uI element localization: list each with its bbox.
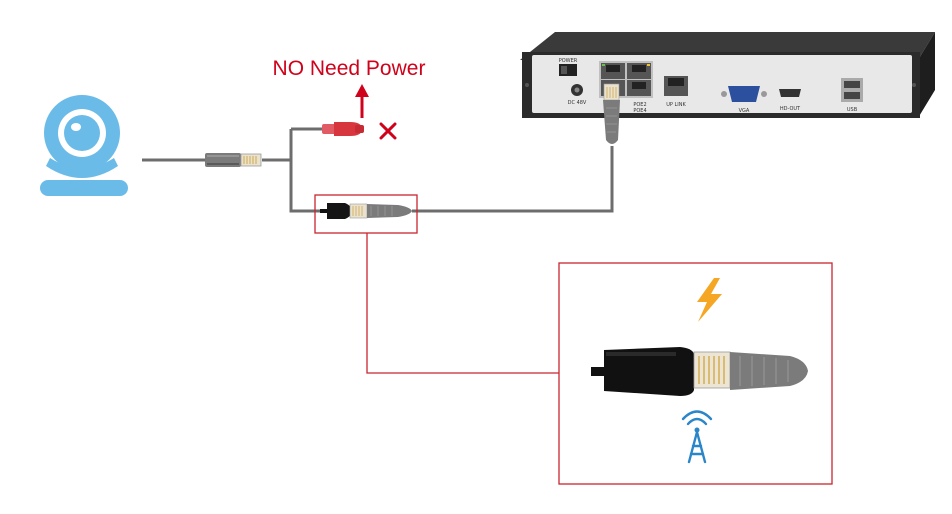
dc-label: DC 48V	[568, 100, 587, 106]
no-power-label: NO Need Power	[273, 57, 426, 80]
camera-icon	[40, 95, 128, 196]
signal-tower-icon	[681, 410, 713, 464]
arrow-up-icon	[355, 84, 369, 118]
uplink-label: UP LINK	[666, 102, 686, 108]
vga-label: VGA	[739, 108, 750, 114]
highlight-box-small	[314, 194, 418, 234]
nvr-device: POWER DC 48V POE2 POE4 UP LINK VGA HD-OU…	[520, 32, 935, 118]
cable-lines	[142, 127, 614, 213]
hdmi-label: HD-OUT	[780, 106, 801, 112]
rj45-connector-camera	[205, 153, 262, 167]
cross-icon	[379, 122, 397, 140]
power-label: POWER	[559, 58, 578, 64]
vga-port	[728, 86, 760, 102]
lightning-icon	[697, 278, 722, 322]
dc-power-plug-icon	[322, 122, 364, 136]
rj45-connector-nvr	[603, 83, 620, 144]
rj45-coupler-small	[320, 203, 412, 219]
usb-label: USB	[847, 107, 858, 113]
hdmi-port	[779, 89, 801, 97]
poe-label: POE2	[633, 102, 646, 108]
callout-line	[366, 233, 559, 374]
rj45-coupler-large	[591, 347, 808, 396]
detail-box	[558, 262, 833, 485]
svg-text:POE4: POE4	[633, 108, 646, 114]
